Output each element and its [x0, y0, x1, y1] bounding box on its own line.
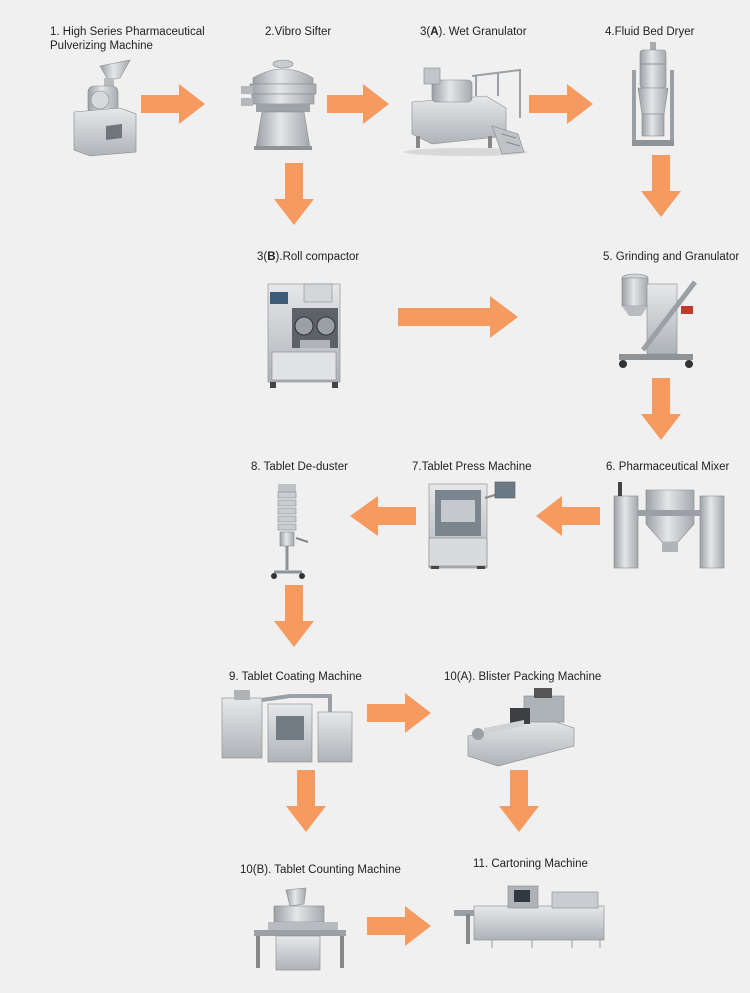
step-5-label: 5. Grinding and Granulator — [603, 251, 740, 263]
step-4-label: 4.Fluid Bed Dryer — [605, 26, 695, 38]
tablet-deduster-image — [271, 484, 309, 579]
step-1-label: 1. High Series Pharmaceutical Pulverizin… — [50, 26, 205, 52]
tablet-coating-image — [221, 690, 353, 763]
arrow-3a-to-4 — [529, 84, 593, 124]
fluid-bed-dryer-image — [632, 42, 674, 146]
arrow-2-to-3b — [274, 163, 314, 225]
step-3b-label: 3(B).Roll compactor — [257, 251, 360, 263]
arrow-9-to-10a — [367, 693, 431, 733]
step-6-label: 6. Pharmaceutical Mixer — [606, 461, 730, 473]
arrow-7-to-8 — [350, 496, 416, 536]
step-2-label: 2.Vibro Sifter — [265, 26, 332, 38]
pulverizing-machine-image — [73, 59, 137, 157]
tablet-counting-image — [254, 887, 346, 971]
step-9-label: 9. Tablet Coating Machine — [229, 671, 362, 683]
step-11-label: 11. Cartoning Machine — [473, 858, 588, 870]
vibro-sifter-image — [241, 59, 317, 150]
step-7-label: 7.Tablet Press Machine — [412, 461, 532, 473]
arrow-10b-to-11 — [367, 906, 431, 946]
arrow-1-to-2 — [141, 84, 205, 124]
tablet-press-image — [428, 481, 516, 569]
arrow-6-to-7 — [536, 496, 600, 536]
arrow-9-to-10b — [286, 770, 326, 832]
step-3a-label: 3(A). Wet Granulator — [420, 26, 527, 38]
wet-granulator-image — [404, 67, 528, 156]
grinding-granulator-image — [619, 273, 697, 368]
roll-compactor-image — [267, 283, 341, 388]
step-10a-label: 10(A). Blister Packing Machine — [444, 671, 602, 683]
pharmaceutical-mixer-image — [613, 482, 725, 569]
step-8-label: 8. Tablet De-duster — [251, 461, 348, 473]
blister-packing-image — [467, 688, 575, 767]
cartoning-machine-image — [454, 885, 605, 948]
step-10b-label: 10(B). Tablet Counting Machine — [240, 864, 401, 876]
arrow-2-to-3a — [327, 84, 389, 124]
arrow-8-to-9 — [274, 585, 314, 647]
arrow-4-to-5 — [641, 155, 681, 217]
arrow-3b-to-5 — [398, 296, 518, 338]
arrow-10a-to-11 — [499, 770, 539, 832]
arrow-5-to-6 — [641, 378, 681, 440]
